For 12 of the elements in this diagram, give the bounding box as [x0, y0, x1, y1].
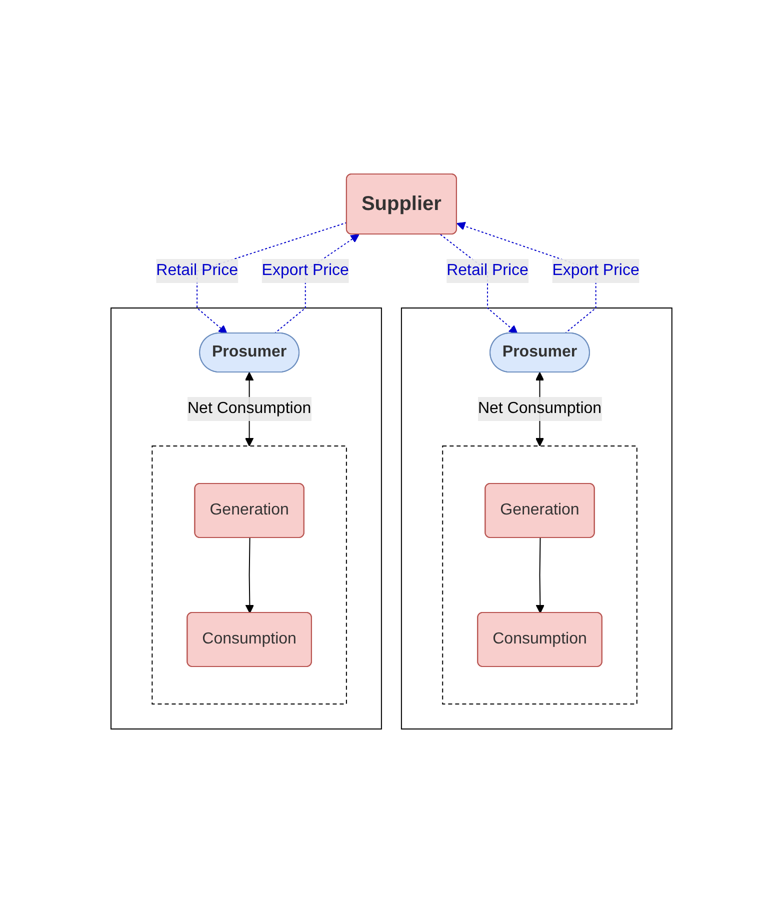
- edge-label: Retail Price: [446, 261, 528, 278]
- edge-label: Net Consumption: [478, 399, 602, 416]
- cluster: [152, 445, 347, 704]
- edge-label: Export Price: [262, 261, 349, 278]
- arrow: [245, 537, 254, 613]
- edge-label: Export Price: [552, 261, 640, 278]
- cluster: [110, 307, 382, 729]
- cluster: [442, 445, 638, 704]
- edge-label: Net Consumption: [188, 399, 312, 416]
- edge-label: Retail Price: [156, 261, 238, 278]
- cluster: [401, 307, 672, 729]
- arrow: [536, 537, 545, 613]
